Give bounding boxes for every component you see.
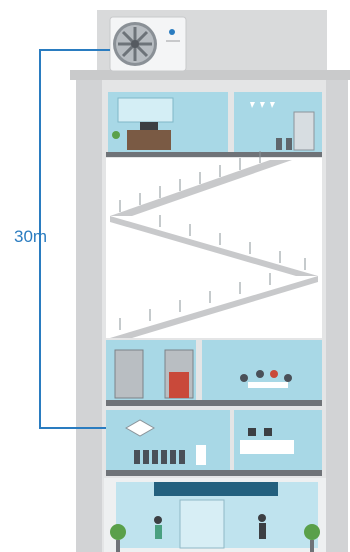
middle-floor-rooms: [106, 340, 322, 406]
lobby: [104, 478, 326, 552]
pipe-length-label: 30m: [14, 227, 47, 247]
outdoor-ac-unit: [110, 17, 186, 71]
building-left-column: [76, 80, 102, 552]
roof-ledge: [70, 70, 350, 80]
lower-floor-rooms: [106, 410, 322, 476]
building-right-column: [326, 80, 348, 552]
top-floor-rooms: [106, 92, 322, 157]
